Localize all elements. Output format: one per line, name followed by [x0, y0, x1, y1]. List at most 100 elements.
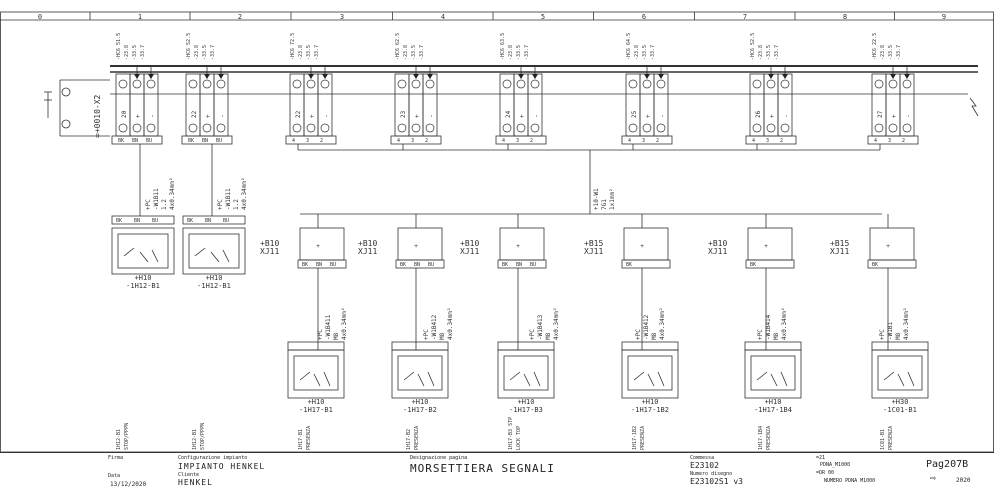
terminal-cell — [317, 73, 333, 137]
ruler-number-1: 1 — [138, 13, 142, 21]
ruler-number-5: 5 — [541, 13, 545, 21]
pin-label: 4 — [628, 138, 631, 144]
terminal-sign: + — [135, 114, 142, 118]
terminal-screw — [320, 123, 330, 133]
ruler-number-6: 6 — [642, 13, 646, 21]
tb-page-label: Pag207B — [926, 459, 969, 470]
device-label: +H10 — [308, 398, 325, 406]
terminal-header-text: -HC6 64.5 — [626, 33, 632, 60]
sensor-symbol-icon — [299, 371, 331, 387]
terminal-screw — [628, 79, 638, 89]
tb-firma-label: Firma — [108, 455, 124, 461]
junction-pin-row — [297, 259, 347, 269]
device-pin-label: BK — [187, 218, 193, 224]
pin-label: 3 — [306, 138, 309, 144]
terminal-header-text: -33.7 — [314, 45, 320, 60]
junction-label: XJ11 — [260, 247, 279, 256]
pin-row-box — [111, 135, 163, 145]
junction-pin-sign: + — [764, 243, 768, 250]
junction-pin-row — [867, 259, 917, 269]
terminal-header-text: -33.5 — [516, 45, 522, 60]
lower-device-3: +H10-1H17-B3 — [497, 341, 555, 414]
lower-cable-text: -W1B412 — [431, 314, 438, 340]
terminal-cell — [199, 73, 215, 137]
junction-label: +B10 — [708, 239, 727, 248]
pin-label: 4 — [752, 138, 755, 144]
terminal-cell — [408, 73, 424, 137]
pin-label: 3 — [888, 138, 891, 144]
device-pin-label: BU — [223, 218, 229, 224]
junction-pin-sign: + — [516, 243, 520, 250]
terminal-header-text: -HC6 22.5 — [872, 33, 878, 60]
terminal-sign: - — [323, 114, 330, 118]
ruler-number-7: 7 — [743, 13, 747, 21]
terminal-cell — [639, 73, 655, 137]
pin-label: BK — [118, 138, 124, 144]
pin-label: 4 — [874, 138, 877, 144]
device-outline — [744, 349, 802, 399]
terminal-screw — [146, 123, 156, 133]
lower-cable-text: +PC — [635, 329, 642, 340]
arrow-down-icon — [904, 74, 910, 79]
lower-cable-text: M8 — [545, 332, 552, 340]
upper-cable-text: 4x0.34mm² — [241, 177, 248, 210]
device-label: +H10 — [518, 398, 535, 406]
tb-right-top-0: =21 — [816, 455, 826, 461]
junction-outline — [623, 227, 669, 261]
tb-data-cell: Data — [108, 473, 120, 479]
device-inner — [397, 355, 443, 391]
terminal-screw — [874, 123, 884, 133]
lower-cable-text: -W1B1 — [887, 322, 894, 340]
device-label: -1H12-B1 — [126, 282, 160, 290]
junction-pin-label: BU — [330, 262, 336, 268]
lightning-icon — [969, 97, 979, 117]
upper-cable-text: 1.2 — [233, 199, 240, 210]
junction-label: XJ11 — [584, 247, 603, 256]
terminal-header-text: -HC6 52.5 — [750, 33, 756, 60]
terminal-screw — [656, 79, 666, 89]
ruler-number-4: 4 — [441, 13, 445, 21]
lower-device-1: +H10-1H17-B1 — [287, 341, 345, 414]
terminal-cell — [289, 73, 305, 137]
arrow-down-icon — [890, 74, 896, 79]
trunk-cable-text: 1x1mm² — [609, 188, 616, 210]
terminal-screw — [216, 79, 226, 89]
terminal-cell — [422, 73, 438, 137]
terminal-header-text: -33.7 — [524, 45, 530, 60]
bottom-note-text: PRESENZA — [414, 426, 420, 450]
terminal-screw — [874, 79, 884, 89]
terminal-screw — [397, 79, 407, 89]
sensor-symbol-icon — [194, 247, 230, 263]
lower-device-4: +H10-1H17-1B2 — [621, 341, 679, 414]
device-inner — [188, 233, 240, 269]
pin-row-box — [285, 135, 337, 145]
pin-row-box — [390, 135, 442, 145]
terminal-cell — [513, 73, 529, 137]
lower-cable-text: 4x0.34mm² — [903, 307, 910, 340]
device-outline — [111, 227, 175, 275]
lower-cable-text: -W1B412 — [643, 314, 650, 340]
terminal-header-text: -33.7 — [896, 45, 902, 60]
arrow-down-icon — [308, 74, 314, 79]
pin-row-box — [867, 135, 919, 145]
arrow-down-icon — [413, 74, 419, 79]
device-label: -1H17-1B2 — [631, 406, 669, 414]
title-block: Firma Data 13/12/2020 Configurazione imp… — [0, 452, 994, 501]
junction-pin-label: BU — [428, 262, 434, 268]
device-label: +H10 — [765, 398, 782, 406]
arrow-down-icon — [148, 74, 154, 79]
device-outline — [871, 349, 929, 399]
junction-label: +B10 — [260, 239, 279, 248]
terminal-cell — [749, 73, 765, 137]
terminal-cell — [625, 73, 641, 137]
upper-cable-text: -W1B11 — [225, 188, 232, 210]
left-terminal-circle — [61, 87, 71, 97]
terminal-number: 22 — [191, 110, 198, 118]
tb-config-label: Configurazione impianto — [178, 455, 248, 461]
terminal-header-text: -23.8 — [880, 45, 886, 60]
junction-pin-sign: + — [886, 243, 890, 250]
terminal-header-text: -HC6 62.5 — [395, 33, 401, 60]
device-outline — [497, 349, 555, 399]
pin-row-box — [745, 135, 797, 145]
pin-label: 2 — [320, 138, 323, 144]
